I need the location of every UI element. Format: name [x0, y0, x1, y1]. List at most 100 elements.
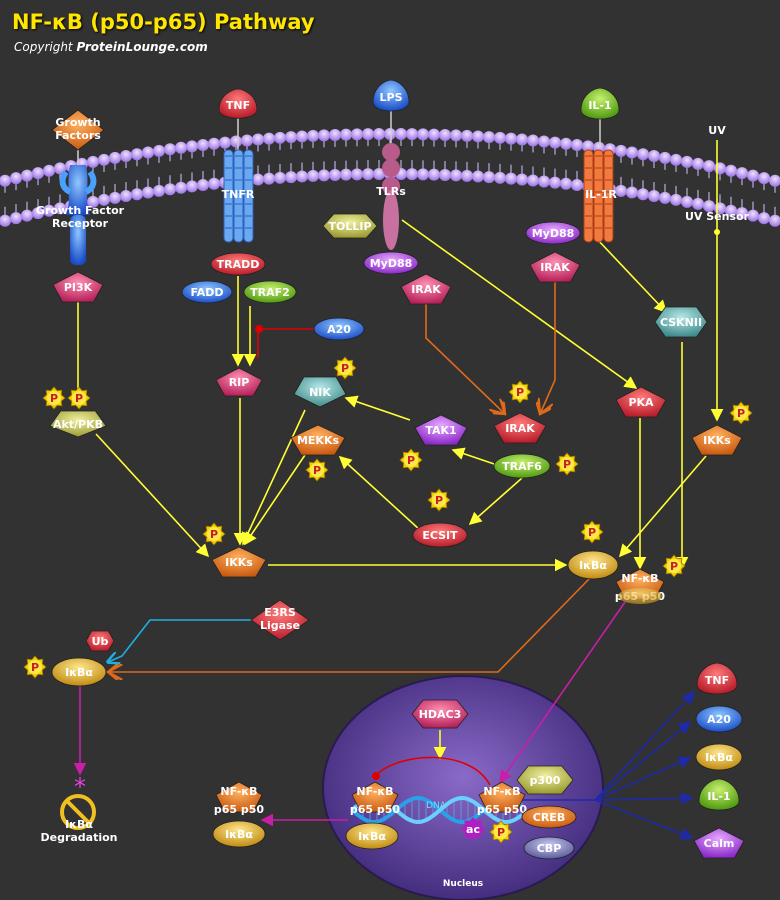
target-a20-shape — [695, 705, 743, 733]
traf2: TRAF2 — [243, 280, 297, 304]
ub-tag-label: Ub — [92, 635, 109, 648]
ikks-main: IKKs — [211, 546, 267, 578]
cbp-shape — [523, 836, 575, 860]
il1-ligand: IL-1 — [580, 87, 620, 120]
ikba-nuc-label: IκBα — [358, 830, 386, 843]
irak-center-label: IRAK — [505, 422, 535, 435]
uv-label: UV — [708, 124, 726, 137]
hdac3-label: HDAC3 — [419, 708, 462, 721]
p65-p50-nuc-left: p65 p50 — [350, 803, 401, 816]
fadd-shape — [181, 280, 233, 304]
akt-label: Akt/PKB — [53, 418, 103, 431]
traf2-label: TRAF2 — [250, 286, 290, 299]
phospho-ikba-complex-label: P — [588, 526, 596, 539]
tak1-shape — [414, 414, 468, 446]
tollip: TOLLIP — [322, 213, 378, 239]
creb: CREB — [521, 805, 577, 829]
phospho-ikks-main: P — [202, 522, 226, 546]
p300-shape — [516, 765, 574, 795]
phospho-ecsit-label: P — [435, 494, 443, 507]
p300-label: p300 — [530, 774, 561, 787]
target-a20-label: A20 — [707, 713, 731, 726]
rip-label: RIP — [229, 376, 250, 389]
cskn-label: CSKNII — [660, 316, 702, 329]
ikks-uv-label: IKKs — [703, 434, 731, 447]
ikks-main-shape — [211, 546, 267, 578]
nfkb-export: NF-κB — [215, 781, 263, 813]
nfkb-nuc-right-label: NF-κB — [483, 785, 520, 798]
ikks-uv-shape — [691, 424, 743, 456]
ikba-complex-label: IκBα — [579, 559, 607, 572]
ecsit-label: ECSIT — [422, 529, 458, 542]
pka-shape — [615, 386, 667, 418]
target-calm: Calm — [693, 827, 745, 859]
traf6: TRAF6 — [493, 453, 551, 479]
cskn: CSKNII — [654, 306, 708, 338]
target-tnf-label: TNF — [705, 674, 729, 687]
target-tnf-shape — [696, 662, 738, 695]
creb-label: CREB — [533, 811, 565, 824]
ikba-export-shape — [212, 820, 266, 848]
rip-shape — [215, 367, 263, 397]
akt: Akt/PKB — [49, 410, 107, 438]
p300: p300 — [516, 765, 574, 795]
pi3k-shape — [52, 271, 104, 303]
rip: RIP — [215, 367, 263, 397]
target-ikba: IκBα — [695, 743, 743, 771]
irak-il1-label: IRAK — [540, 261, 570, 274]
target-tnf: TNF — [696, 662, 738, 695]
growth-factors-shape — [51, 109, 105, 151]
tnfr-label: TNFR — [222, 188, 255, 201]
ikba-nuc: IκBα — [345, 822, 399, 850]
irak-tlr: IRAK — [400, 273, 452, 305]
target-ikba-label: IκBα — [705, 751, 733, 764]
p65-p50-export: p65 p50 — [214, 803, 265, 816]
a20-node: A20 — [313, 317, 365, 341]
phospho-ikks-uv-label: P — [737, 407, 745, 420]
nfkb-nuc-right: NF-κB — [478, 781, 526, 813]
copyright-prefix: Copyright — [14, 40, 77, 54]
mekks-label: MEKKs — [297, 434, 340, 447]
tnf-ligand-label: TNF — [226, 99, 250, 112]
traf6-shape — [493, 453, 551, 479]
hdac3-shape — [411, 699, 469, 729]
phospho-nfkb-cyto: P — [662, 554, 686, 578]
ikks-main-label: IKKs — [225, 556, 253, 569]
nucleus-label: Nucleus — [443, 879, 483, 889]
tollip-label: TOLLIP — [328, 220, 371, 233]
phospho-ecsit: P — [427, 488, 451, 512]
degradation-no-icon — [60, 794, 96, 830]
tradd-shape — [210, 252, 266, 276]
ikba-free-shape — [51, 657, 107, 687]
lps-ligand: LPS — [372, 79, 410, 112]
nfkb-nuc-right-shape — [478, 781, 526, 813]
phospho-mekks: P — [305, 458, 329, 482]
mekks-shape — [290, 424, 346, 456]
pka-label: PKA — [628, 396, 654, 409]
phospho-ikks-uv: P — [729, 401, 753, 425]
acetyl-marker: ac — [461, 817, 485, 841]
irak-il1: IRAK — [529, 251, 581, 283]
phospho-akt-2: P — [67, 386, 91, 410]
il1r-receptor — [583, 149, 614, 243]
phospho-irak-center: P — [508, 380, 532, 404]
dna-label: DNA — [426, 801, 447, 811]
ikba-nuc-shape — [345, 822, 399, 850]
nfkb-export-shape — [215, 781, 263, 813]
cskn-shape — [654, 306, 708, 338]
il1r-label: IL-1R — [585, 188, 617, 201]
ikba-export-label: IκBα — [225, 828, 253, 841]
target-il1-label: IL-1 — [707, 790, 730, 803]
arrows-magenta — [73, 601, 626, 827]
ikba-free: IκBα — [51, 657, 107, 687]
target-il1: IL-1 — [698, 778, 740, 811]
phospho-akt-2-label: P — [75, 392, 83, 405]
phospho-nik-label: P — [341, 362, 349, 375]
creb-shape — [521, 805, 577, 829]
